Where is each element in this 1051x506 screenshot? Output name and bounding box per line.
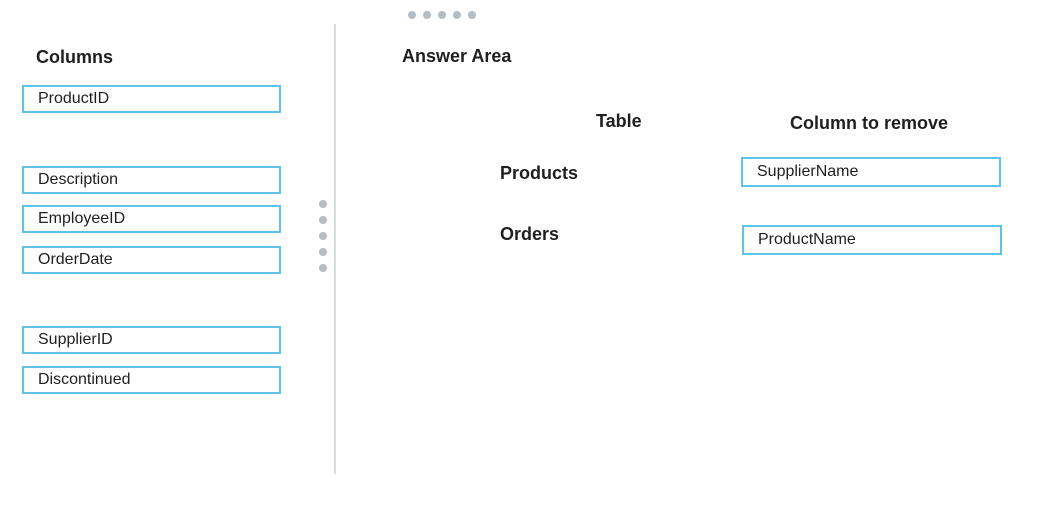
answer-slot-orders[interactable]: ProductName <box>742 225 1002 255</box>
row-label-orders: Orders <box>500 224 560 244</box>
dot-icon <box>438 11 446 19</box>
dot-icon <box>319 264 327 272</box>
dot-icon <box>319 248 327 256</box>
column-option-employeeid[interactable]: EmployeeID <box>22 205 281 233</box>
dot-icon <box>468 11 476 19</box>
dot-icon <box>423 11 431 19</box>
drag-handle-side[interactable] <box>319 200 327 272</box>
dot-icon <box>453 11 461 19</box>
drag-handle-top[interactable] <box>408 11 476 19</box>
columns-title: Columns <box>36 47 114 67</box>
table-column-header: Table <box>596 111 642 131</box>
panel-divider <box>334 24 336 474</box>
column-option-description[interactable]: Description <box>22 166 281 194</box>
answer-slot-products[interactable]: SupplierName <box>741 157 1001 187</box>
column-option-discontinued[interactable]: Discontinued <box>22 366 281 394</box>
dot-icon <box>408 11 416 19</box>
answer-area-title: Answer Area <box>402 46 512 66</box>
dot-icon <box>319 232 327 240</box>
column-option-productid[interactable]: ProductID <box>22 85 281 113</box>
row-label-products: Products <box>500 163 579 183</box>
dot-icon <box>319 216 327 224</box>
dot-icon <box>319 200 327 208</box>
column-to-remove-header: Column to remove <box>790 113 949 133</box>
column-option-orderdate[interactable]: OrderDate <box>22 246 281 274</box>
column-option-supplierid[interactable]: SupplierID <box>22 326 281 354</box>
